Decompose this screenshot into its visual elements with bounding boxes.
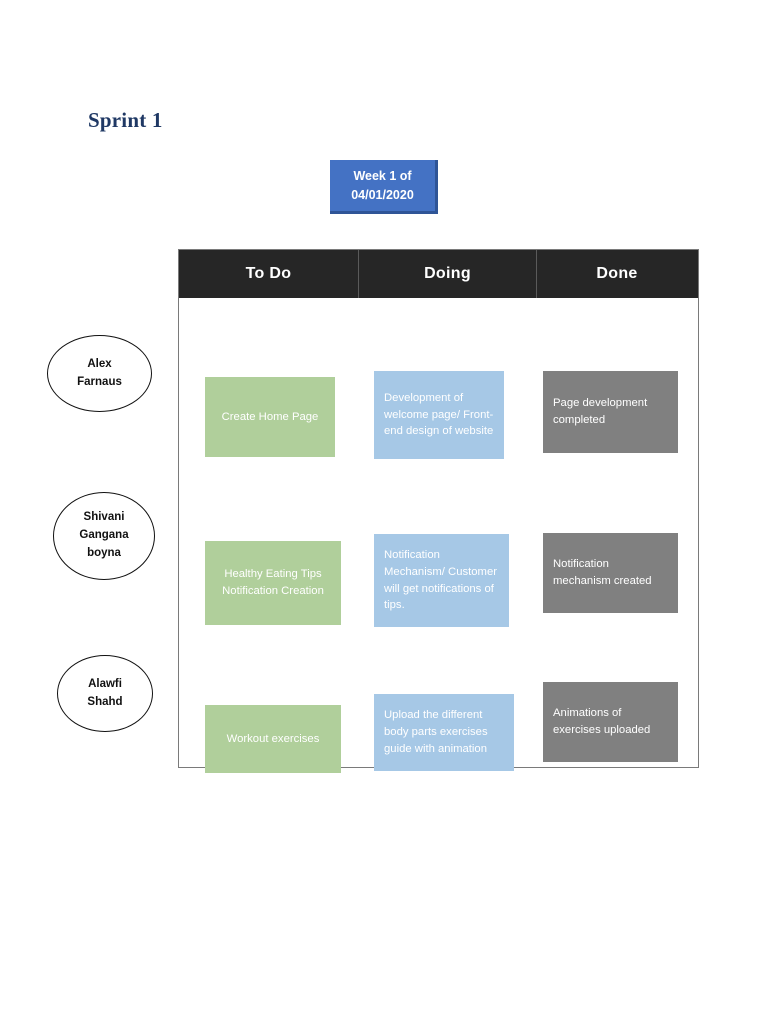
column-header-done: Done <box>596 265 638 282</box>
column-header-doing: Doing <box>358 250 537 298</box>
person-name-line: boyna <box>87 546 121 559</box>
card-todo-row3[interactable]: Workout exercises <box>205 705 341 773</box>
card-done-row3[interactable]: Animations of exercises uploaded <box>543 682 678 762</box>
person-name-line: Shahd <box>87 695 123 708</box>
card-todo-row2[interactable]: Healthy Eating Tips Notification Creatio… <box>205 541 341 625</box>
page-title: Sprint 1 <box>88 108 163 132</box>
card-todo-row1[interactable]: Create Home Page <box>205 377 335 457</box>
card-doing-row2[interactable]: Notification Mechanism/ Customer will ge… <box>374 534 509 627</box>
person-name-line: Shivani <box>83 511 125 524</box>
kanban-board: To Do Doing Done Create Home Page Develo… <box>178 249 699 773</box>
person-avatar-row1: Alex Farnaus <box>47 335 152 412</box>
card-done-row2[interactable]: Notification mechanism created <box>543 533 678 613</box>
person-name-line: Alex <box>87 357 112 370</box>
person-name-line: Gangana <box>79 529 129 542</box>
person-avatar-row2: Shivani Gangana boyna <box>53 492 155 580</box>
board-header-row: To Do Doing Done <box>179 250 698 298</box>
column-header-todo: To Do <box>245 265 292 282</box>
card-doing-row3[interactable]: Upload the different body parts exercise… <box>374 694 514 771</box>
person-avatar-row3: Alawfi Shahd <box>57 655 153 732</box>
person-name-line: Alawfi <box>88 677 122 690</box>
week-badge: Week 1 of 04/01/2020 <box>330 160 438 214</box>
week-badge-line2: 04/01/2020 <box>351 187 414 202</box>
person-name-line: Farnaus <box>77 375 122 388</box>
week-badge-line1: Week 1 of <box>353 169 412 184</box>
card-doing-row1[interactable]: Development of welcome page/ Front-end d… <box>374 371 504 459</box>
board-body: Create Home Page Development of welcome … <box>179 298 698 773</box>
card-done-row1[interactable]: Page development completed <box>543 371 678 453</box>
